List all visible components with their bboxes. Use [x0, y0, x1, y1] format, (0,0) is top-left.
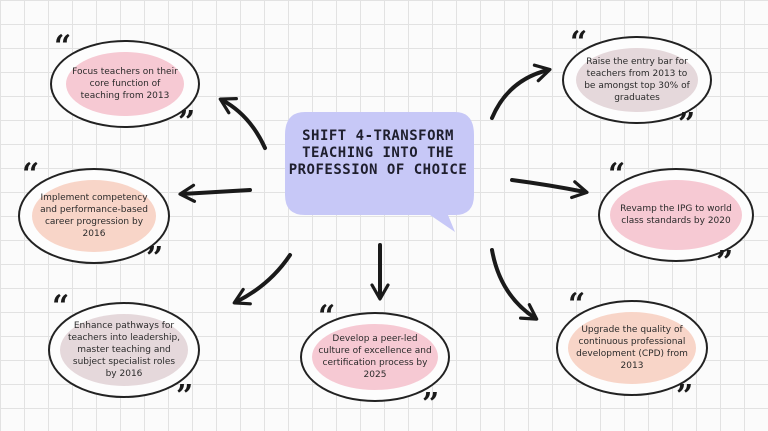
arrow-to-top-left	[218, 97, 267, 150]
node-fill: Implement competency and performance-bas…	[32, 180, 156, 252]
node-mid-right: Revamp the IPG to world class standards …	[598, 160, 754, 278]
node-bottom-center: Develop a peer-led culture of excellence…	[300, 302, 450, 420]
node-top-left: Focus teachers on their core function of…	[50, 32, 200, 138]
node-fill: Raise the entry bar for teachers from 20…	[576, 48, 698, 112]
close-quote-icon: ”	[716, 245, 734, 280]
close-quote-icon: ”	[146, 241, 164, 276]
close-quote-icon: ”	[678, 107, 696, 142]
node-text: Develop a peer-led culture of excellence…	[318, 334, 432, 380]
node-bottom-left: Enhance pathways for teachers into leade…	[48, 292, 200, 412]
close-quote-icon: ”	[178, 105, 196, 140]
close-quote-icon: ”	[676, 379, 694, 414]
node-text: Enhance pathways for teachers into leade…	[67, 321, 181, 379]
center-title: SHIFT 4-TRANSFORM TEACHING INTO THE PROF…	[288, 128, 468, 178]
open-quote-icon: “	[52, 289, 70, 324]
node-fill: Enhance pathways for teachers into leade…	[60, 314, 188, 386]
open-quote-icon: “	[318, 299, 336, 334]
close-quote-icon: ”	[176, 379, 194, 414]
center-speech-bubble	[285, 112, 474, 232]
node-fill: Upgrade the quality of continuous profes…	[568, 312, 696, 384]
open-quote-icon: “	[22, 157, 40, 192]
node-fill: Focus teachers on their core function of…	[66, 52, 184, 116]
node-text: Implement competency and performance-bas…	[40, 193, 148, 239]
node-text: Focus teachers on their core function of…	[72, 67, 178, 101]
node-bottom-right: Upgrade the quality of continuous profes…	[556, 290, 708, 412]
node-fill: Develop a peer-led culture of excellence…	[312, 324, 438, 390]
node-text: Raise the entry bar for teachers from 20…	[584, 57, 690, 103]
arrow-to-mid-left	[178, 183, 252, 203]
node-mid-left: Implement competency and performance-bas…	[18, 160, 170, 274]
close-quote-icon: ”	[422, 387, 440, 422]
open-quote-icon: “	[570, 25, 588, 60]
node-fill: Revamp the IPG to world class standards …	[610, 180, 742, 250]
node-text: Revamp the IPG to world class standards …	[620, 204, 732, 226]
arrow-to-bottom-left	[232, 253, 292, 306]
open-quote-icon: “	[568, 287, 586, 322]
open-quote-icon: “	[54, 29, 72, 64]
arrow-to-bottom-right	[490, 248, 539, 321]
node-top-right: Raise the entry bar for teachers from 20…	[562, 28, 712, 140]
arrow-to-top-right	[490, 63, 552, 120]
arrow-to-mid-right	[510, 178, 589, 200]
open-quote-icon: “	[608, 157, 626, 192]
node-text: Upgrade the quality of continuous profes…	[576, 325, 688, 371]
